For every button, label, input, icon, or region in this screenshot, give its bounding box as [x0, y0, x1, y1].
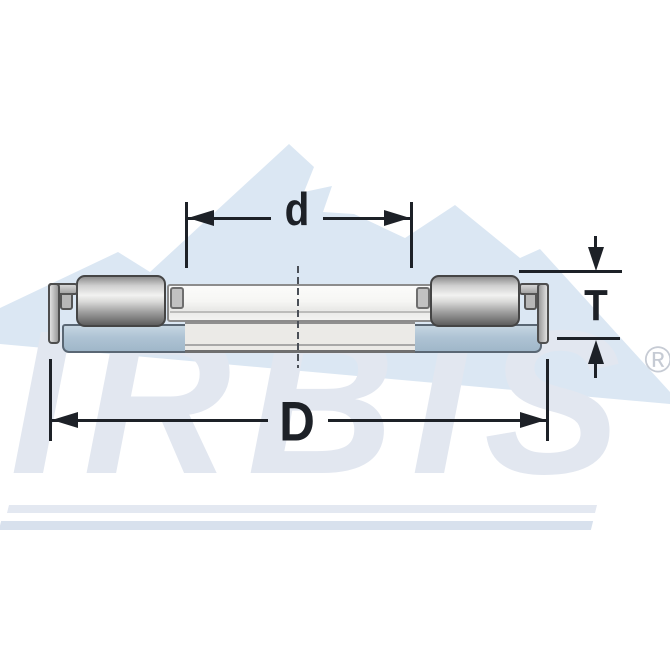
dim-D-extension-right [546, 359, 549, 441]
registered-trademark-symbol: ® [644, 339, 670, 380]
dim-label-outer-diameter: D [279, 389, 315, 453]
needle-roller-right [430, 275, 520, 327]
washer-center-section [185, 322, 415, 353]
dim-D-extension-left [49, 359, 52, 441]
dim-D-line-right [328, 419, 546, 422]
dim-d-extension-left [185, 202, 188, 268]
dim-d-extension-right [410, 202, 413, 268]
dim-T-extension-top [519, 270, 622, 273]
axis-centerline [297, 266, 299, 368]
retaining-lip-tab-left [60, 293, 73, 310]
dim-T-arrow-up [588, 340, 604, 364]
retaining-lip-left [48, 283, 60, 344]
dim-T-arrow-down [588, 247, 604, 271]
dim-T-arrow-tail-bottom [594, 356, 597, 378]
watermark-stripe-top [7, 505, 597, 513]
retaining-lip-tab-right [524, 293, 537, 310]
roller-cage [167, 284, 433, 322]
dim-D-line-left [52, 419, 268, 422]
retaining-lip-right [537, 283, 549, 344]
cage-inner-line [170, 311, 430, 313]
dim-d-line-right [323, 217, 410, 220]
dim-label-thickness: T [584, 281, 608, 330]
needle-roller-left [76, 275, 166, 327]
watermark-stripe-bottom [0, 521, 594, 530]
dim-label-inner-diameter: d [284, 183, 310, 235]
cage-pocket-left [170, 287, 184, 309]
dim-D-arrow-left [52, 412, 78, 428]
cage-pocket-right [416, 287, 430, 309]
dim-d-arrow-right [384, 210, 410, 226]
dim-D-arrow-right [520, 412, 546, 428]
dim-T-extension-bottom [557, 337, 620, 340]
dim-d-arrow-left [188, 210, 214, 226]
washer-inner-edge-line [185, 344, 415, 346]
dim-d-line-left [188, 217, 271, 220]
